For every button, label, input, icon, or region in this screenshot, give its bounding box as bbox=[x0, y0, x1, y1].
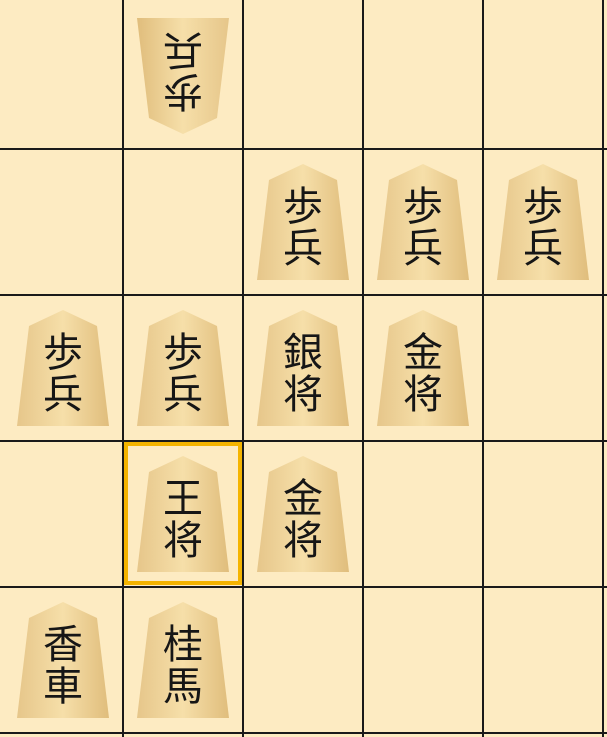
piece-shape bbox=[377, 309, 469, 426]
piece-label: 香 車 bbox=[15, 624, 111, 708]
silver-general-piece[interactable]: 銀 将 bbox=[255, 306, 351, 430]
lance-piece[interactable]: 香 車 bbox=[15, 598, 111, 722]
piece-shape bbox=[17, 601, 109, 718]
selected-square[interactable]: 王 将 bbox=[124, 442, 242, 585]
board-square[interactable]: 歩 兵 bbox=[244, 150, 362, 293]
piece-label: 桂 馬 bbox=[135, 624, 231, 708]
piece-shape bbox=[137, 309, 229, 426]
piece-label: 銀 将 bbox=[255, 332, 351, 416]
grid-line bbox=[242, 0, 244, 737]
piece-shape bbox=[257, 455, 349, 572]
grid-line bbox=[362, 0, 364, 737]
grid-line bbox=[602, 0, 604, 737]
piece-char-bottom: 兵 bbox=[283, 225, 323, 272]
piece-label: 王 将 bbox=[135, 478, 231, 562]
piece-char-top: 桂 bbox=[163, 621, 203, 668]
opponent-pawn-piece[interactable]: 歩 兵 bbox=[135, 14, 231, 138]
piece-char-bottom: 兵 bbox=[523, 225, 563, 272]
board-square[interactable]: 金 将 bbox=[364, 296, 482, 439]
piece-shape bbox=[137, 17, 229, 134]
piece-char-top: 金 bbox=[283, 475, 323, 522]
piece-shape bbox=[17, 309, 109, 426]
pawn-piece[interactable]: 歩 兵 bbox=[255, 160, 351, 284]
piece-label: 歩 兵 bbox=[135, 332, 231, 416]
piece-char-bottom: 馬 bbox=[163, 663, 203, 710]
pawn-piece[interactable]: 歩 兵 bbox=[375, 160, 471, 284]
piece-char-top: 歩 bbox=[403, 183, 443, 230]
king-piece[interactable]: 王 将 bbox=[135, 452, 231, 576]
piece-label: 金 将 bbox=[375, 332, 471, 416]
piece-shape bbox=[257, 163, 349, 280]
pawn-piece[interactable]: 歩 兵 bbox=[15, 306, 111, 430]
piece-char-bottom: 兵 bbox=[163, 371, 203, 418]
board-square[interactable]: 桂 馬 bbox=[124, 588, 242, 731]
board-square[interactable]: 香 車 bbox=[4, 588, 122, 731]
grid-line bbox=[0, 440, 607, 442]
grid-line bbox=[0, 586, 607, 588]
board-square[interactable]: 銀 将 bbox=[244, 296, 362, 439]
piece-char-bottom: 将 bbox=[163, 517, 203, 564]
board-square[interactable]: 歩 兵 bbox=[124, 296, 242, 439]
piece-char-top: 歩 bbox=[43, 329, 83, 376]
pawn-piece[interactable]: 歩 兵 bbox=[495, 160, 591, 284]
piece-label: 歩 兵 bbox=[495, 186, 591, 270]
gold-general-piece[interactable]: 金 将 bbox=[255, 452, 351, 576]
piece-shape bbox=[137, 455, 229, 572]
board-square[interactable]: 歩 兵 bbox=[4, 296, 122, 439]
grid-line bbox=[0, 732, 607, 734]
piece-char-top: 香 bbox=[43, 621, 83, 668]
piece-label: 歩 兵 bbox=[255, 186, 351, 270]
board-square[interactable]: 歩 兵 bbox=[124, 4, 242, 147]
grid-line bbox=[122, 0, 124, 737]
piece-shape bbox=[377, 163, 469, 280]
pawn-piece[interactable]: 歩 兵 bbox=[135, 306, 231, 430]
piece-char-top: 歩 bbox=[163, 67, 203, 114]
piece-label: 歩 兵 bbox=[375, 186, 471, 270]
piece-char-bottom: 兵 bbox=[43, 371, 83, 418]
gold-general-piece[interactable]: 金 将 bbox=[375, 306, 471, 430]
piece-char-top: 歩 bbox=[523, 183, 563, 230]
piece-shape bbox=[497, 163, 589, 280]
grid-line bbox=[482, 0, 484, 737]
grid-line bbox=[0, 294, 607, 296]
piece-char-bottom: 車 bbox=[43, 663, 83, 710]
piece-char-top: 歩 bbox=[283, 183, 323, 230]
piece-char-top: 歩 bbox=[163, 329, 203, 376]
grid-line bbox=[0, 148, 607, 150]
piece-label: 歩 兵 bbox=[15, 332, 111, 416]
piece-shape bbox=[137, 601, 229, 718]
piece-char-top: 王 bbox=[163, 475, 203, 522]
piece-char-bottom: 兵 bbox=[403, 225, 443, 272]
board-square[interactable]: 金 将 bbox=[244, 442, 362, 585]
piece-label: 金 将 bbox=[255, 478, 351, 562]
piece-char-top: 銀 bbox=[283, 329, 323, 376]
piece-shape bbox=[257, 309, 349, 426]
board-square[interactable]: 歩 兵 bbox=[364, 150, 482, 293]
piece-char-bottom: 将 bbox=[283, 371, 323, 418]
piece-char-bottom: 将 bbox=[403, 371, 443, 418]
piece-label: 歩 兵 bbox=[135, 25, 231, 114]
board-square[interactable]: 歩 兵 bbox=[484, 150, 602, 293]
piece-char-bottom: 兵 bbox=[163, 25, 203, 72]
piece-char-top: 金 bbox=[403, 329, 443, 376]
piece-char-bottom: 将 bbox=[283, 517, 323, 564]
knight-piece[interactable]: 桂 馬 bbox=[135, 598, 231, 722]
